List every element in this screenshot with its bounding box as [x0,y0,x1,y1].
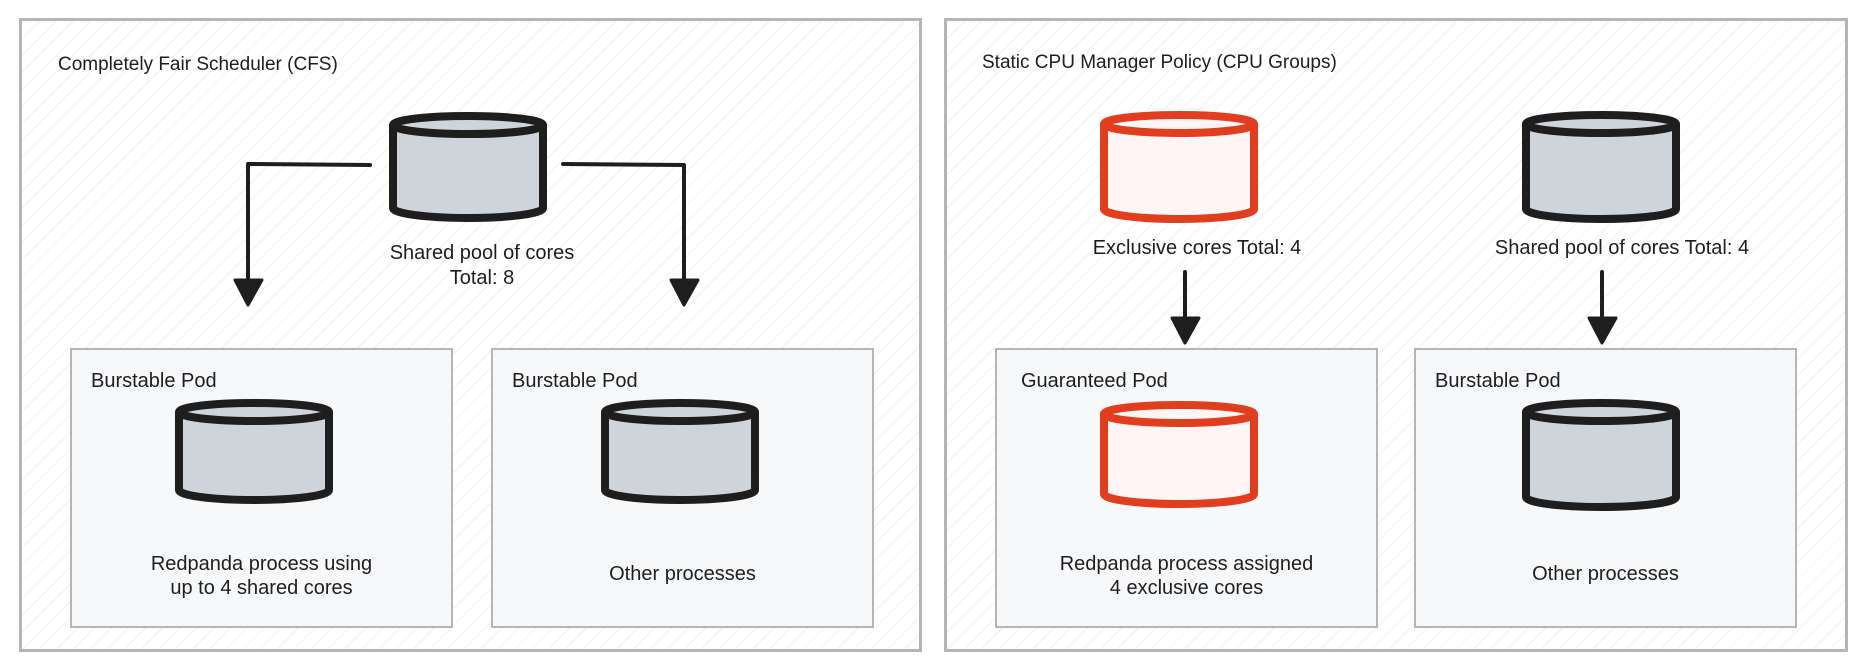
exclusive-cores-caption: Exclusive cores Total: 4 [1092,237,1302,259]
database-cylinder-icon [1522,399,1680,511]
cfs-panel-title: Completely Fair Scheduler (CFS) [58,54,338,75]
database-cylinder-icon [601,399,759,504]
shared-pool-caption: Shared pool of cores Total: 8 [352,241,612,291]
shared-pool-caption-line1: Shared pool of cores [389,242,575,264]
pod-title: Burstable Pod [512,370,638,392]
shared-pool-caption: Shared pool of cores Total: 4 [1494,237,1750,259]
pod-title: Burstable Pod [91,370,217,392]
pod-description: Redpanda process assigned 4 exclusive co… [997,552,1376,600]
pod-description: Other processes [493,562,872,586]
database-cylinder-icon [1100,111,1258,223]
pod-title: Burstable Pod [1435,370,1561,392]
database-cylinder-icon [175,399,333,504]
pod-description-line1: Other processes [609,563,756,585]
pod-title: Guaranteed Pod [1021,370,1168,392]
pod-description-line1: Other processes [1532,563,1679,585]
pod-description-line2: up to 4 shared cores [170,577,353,599]
pod-description: Other processes [1416,562,1795,586]
pod-description-line1: Redpanda process assigned [1059,553,1314,575]
database-cylinder-icon [1100,401,1258,508]
shared-pool-caption-line2: Total: 8 [449,267,515,289]
static-panel-title: Static CPU Manager Policy (CPU Groups) [982,52,1337,73]
static-cpu-manager-panel: Static CPU Manager Policy (CPU Groups) E… [944,18,1848,652]
database-cylinder-icon [1522,111,1680,223]
pod-description-line2: 4 exclusive cores [1109,577,1264,599]
database-cylinder-icon [389,112,547,222]
pod-description-line1: Redpanda process using [150,553,373,575]
pod-description: Redpanda process using up to 4 shared co… [72,552,451,600]
